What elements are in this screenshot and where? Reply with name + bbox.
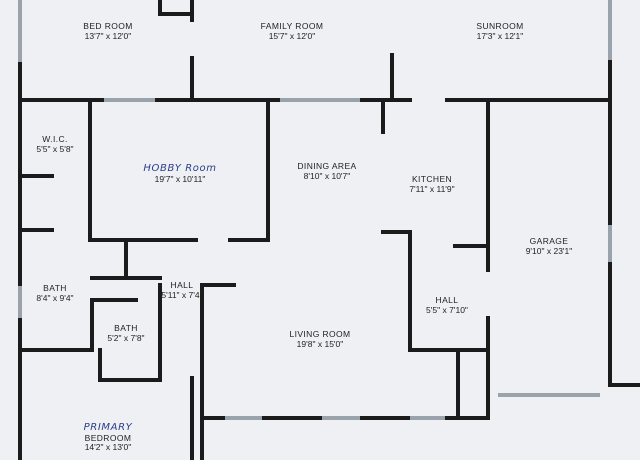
room-name: HOBBY Room bbox=[143, 163, 217, 174]
room-name: SUNROOM bbox=[476, 21, 524, 31]
room-bath-2: BATH 5'2" x 7'8" bbox=[107, 323, 145, 344]
room-name: GARAGE bbox=[529, 236, 569, 246]
room-garage: GARAGE 9'10" x 23'1" bbox=[525, 236, 573, 257]
room-dimensions: 19'7" x 10'11" bbox=[154, 173, 206, 184]
room-dimensions: 5'5" x 5'8" bbox=[36, 143, 74, 154]
room-name: KITCHEN bbox=[411, 174, 453, 184]
room-family-room: FAMILY ROOM 15'7" x 12'0" bbox=[260, 21, 324, 42]
room-name: BED ROOM bbox=[83, 21, 133, 31]
room-dimensions: 15'7" x 12'0" bbox=[268, 30, 316, 41]
room-dimensions: 8'10" x 10'7" bbox=[303, 170, 351, 181]
room-dimensions: 5'11" x 7'4" bbox=[161, 289, 203, 300]
room-bath-1: BATH 8'4" x 9'4" bbox=[36, 283, 74, 304]
room-sunroom: SUNROOM 17'3" x 12'1" bbox=[476, 21, 524, 42]
room-name-secondary: BEDROOM bbox=[84, 432, 132, 443]
room-name: BATH bbox=[114, 323, 138, 333]
room-living-room: LIVING ROOM 19'8" x 15'0" bbox=[289, 329, 351, 350]
room-dimensions: 19'8" x 15'0" bbox=[296, 338, 344, 349]
room-kitchen: KITCHEN 7'11" x 11'9" bbox=[409, 174, 455, 195]
room-dimensions: 9'10" x 23'1" bbox=[525, 245, 573, 256]
room-name: HALL bbox=[170, 280, 194, 290]
room-name: FAMILY ROOM bbox=[260, 21, 324, 31]
room-wic: W.I.C. 5'5" x 5'8" bbox=[36, 134, 74, 155]
room-name: BATH bbox=[43, 283, 67, 293]
room-dimensions: 17'3" x 12'1" bbox=[476, 30, 524, 41]
room-dining-area: DINING AREA 8'10" x 10'7" bbox=[297, 161, 357, 182]
room-hobby-room: HOBBY Room 19'7" x 10'11" bbox=[143, 163, 216, 184]
room-primary-bedroom: PRIMARY BEDROOM 14'2" x 13'0" bbox=[84, 422, 133, 453]
room-name: HALL bbox=[435, 295, 459, 305]
room-dimensions: 8'4" x 9'4" bbox=[36, 292, 74, 303]
room-dimensions: 7'11" x 11'9" bbox=[409, 183, 455, 194]
room-dimensions: 5'2" x 7'8" bbox=[107, 332, 145, 343]
room-name: DINING AREA bbox=[297, 161, 357, 171]
room-hall-1: HALL 5'11" x 7'4" bbox=[161, 280, 203, 301]
windows bbox=[18, 0, 612, 420]
room-name: W.I.C. bbox=[42, 134, 68, 144]
room-dimensions: 14'2" x 13'0" bbox=[84, 442, 132, 453]
room-name: PRIMARY bbox=[83, 422, 133, 433]
room-hall-2: HALL 5'5" x 7'10" bbox=[426, 295, 468, 316]
room-name: LIVING ROOM bbox=[289, 329, 351, 339]
room-bedroom: BED ROOM 13'7" x 12'0" bbox=[83, 21, 133, 42]
room-dimensions: 5'5" x 7'10" bbox=[426, 304, 468, 315]
room-dimensions: 13'7" x 12'0" bbox=[84, 30, 132, 41]
